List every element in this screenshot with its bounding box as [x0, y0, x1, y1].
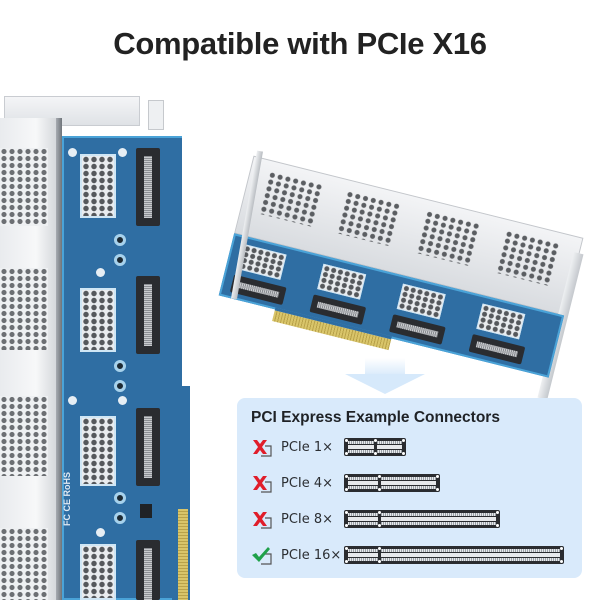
arrow-down-icon — [345, 358, 425, 398]
mount-dot — [96, 268, 105, 277]
screw-hole — [114, 380, 126, 392]
pcie-x1-slot-icon — [344, 438, 406, 456]
mount-dot — [118, 396, 127, 405]
mount-dot — [68, 148, 77, 157]
pcie-x8-slot-icon — [344, 510, 500, 528]
m2-slot — [136, 540, 160, 600]
heatsink-vent — [0, 528, 48, 600]
pcb-vent — [476, 303, 526, 340]
connector-row-pcie-8x: PCIe 8× — [237, 508, 582, 532]
connector-row-pcie-16x: PCIe 16× — [237, 544, 582, 568]
connectors-panel: PCI Express Example Connectors PCIe 1× P… — [237, 398, 582, 578]
mount-dot — [68, 396, 77, 405]
heatsink-shield — [0, 118, 60, 600]
heatsink-vent — [0, 268, 48, 350]
pcb-vent — [317, 263, 367, 300]
panel-title: PCI Express Example Connectors — [251, 409, 500, 426]
connector-label: PCIe 4× — [281, 476, 334, 491]
heatsink-vent — [415, 210, 481, 267]
screw-hole — [114, 360, 126, 372]
mount-dot — [96, 528, 105, 537]
m2-slot — [136, 148, 160, 226]
heatsink-vent — [258, 170, 324, 228]
pcie-x4-slot-icon — [344, 474, 440, 492]
pcb-vent — [80, 288, 116, 352]
pcb-vent — [80, 544, 116, 600]
red-x-icon — [253, 512, 272, 529]
page-title: Compatible with PCIe X16 — [113, 26, 487, 61]
pcb-vent — [80, 416, 116, 486]
left-card-closeup-image: FC CE RoHS — [0, 96, 200, 600]
pcb-vent — [396, 283, 446, 320]
heatsink-vent — [495, 229, 561, 287]
screw-hole — [114, 234, 126, 246]
certification-marks: FC CE RoHS — [62, 472, 72, 526]
bracket-tab — [148, 100, 164, 130]
gold-finger-connector — [178, 509, 188, 600]
screw-hole — [114, 512, 126, 524]
connector-label: PCIe 1× — [281, 440, 334, 455]
connector-label: PCIe 8× — [281, 512, 334, 527]
red-x-icon — [253, 476, 272, 493]
connector-row-pcie-4x: PCIe 4× — [237, 472, 582, 496]
heatsink-vent — [0, 396, 48, 476]
heatsink-vent — [0, 148, 48, 226]
red-x-icon — [253, 440, 272, 457]
pcb-vent — [80, 154, 116, 218]
connector-label: PCIe 16× — [281, 548, 342, 563]
m2-slot — [136, 276, 160, 354]
mount-dot — [118, 148, 127, 157]
angled-card-image — [200, 140, 600, 400]
screw-hole — [114, 254, 126, 266]
heatsink-vent — [336, 190, 402, 247]
screw-hole — [114, 492, 126, 504]
green-check-icon — [252, 547, 272, 565]
connector-row-pcie-1x: PCIe 1× — [237, 436, 582, 460]
controller-chip — [140, 504, 152, 518]
pcie-x16-slot-icon — [344, 546, 564, 564]
heatsink-edge — [56, 118, 62, 600]
m2-slot — [136, 408, 160, 486]
